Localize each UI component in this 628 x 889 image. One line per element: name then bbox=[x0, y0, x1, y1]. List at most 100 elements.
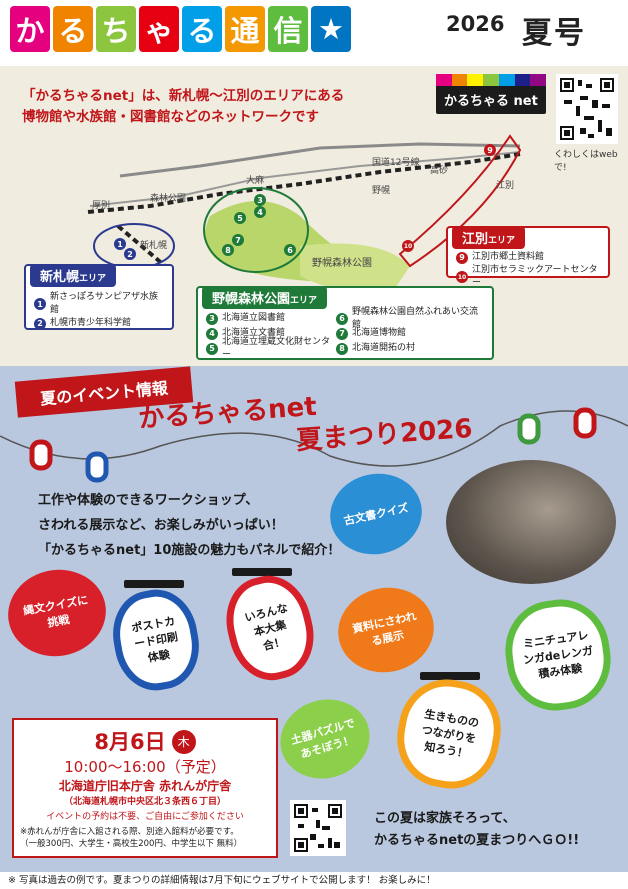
map-label-park: 野幌森林公園 bbox=[312, 258, 372, 269]
closing-line-2: かるちゃるnetの夏まつりへＧＯ!! bbox=[374, 833, 580, 848]
area-list-shinsapporo: 1 新さっぽろサンピアザ水族館 2 札幌市青少年科学館 bbox=[26, 287, 172, 334]
map-label-oasa: 大麻 bbox=[246, 176, 265, 186]
intro-line-1: 「かるちゃるnet」は、新札幌〜江別のエリアにある bbox=[22, 88, 345, 104]
desc-line-1: 工作や体験のできるワークショップ、 bbox=[38, 493, 259, 508]
note-2: （一般300円、大学生・高校生200円、中学生以下 無料） bbox=[20, 839, 243, 849]
facility-number: 4 bbox=[206, 327, 218, 340]
area-suffix: エリア bbox=[79, 274, 107, 284]
logo-char: ち bbox=[96, 6, 136, 52]
area-box-nopporo: 野幌森林公園エリア 3 北海道立図書館 4 北海道立文書館 5 北海道立埋蔵文化財センター… bbox=[196, 286, 494, 360]
facility-name: 札幌市青少年科学館 bbox=[50, 318, 132, 328]
facility-name: 北海道立文書館 bbox=[222, 328, 286, 338]
marker-1: 1 bbox=[114, 238, 126, 250]
map-intro: 「かるちゃるnet」は、新札幌〜江別のエリアにある 博物館や水族館・図書館などの… bbox=[22, 86, 344, 128]
facility-item: 3 北海道立図書館 bbox=[206, 311, 336, 326]
desc-line-3: 「かるちゃるnet」10施設の魅力もパネルで紹介！ bbox=[38, 543, 341, 558]
facility-name: 江別市セラミックアートセンター bbox=[472, 265, 598, 288]
map-label-ebetsu-station: 江別 bbox=[496, 181, 515, 191]
event-photo bbox=[446, 460, 616, 584]
logo-char: か bbox=[10, 6, 50, 52]
qr-code-web[interactable] bbox=[556, 74, 618, 144]
area-title-text: 江別 bbox=[462, 232, 489, 247]
qr-caption: くわしくはwebで! bbox=[554, 150, 618, 173]
logo-char: る bbox=[53, 6, 93, 52]
facility-name: 野幌森林公園自然ふれあい交流館 bbox=[352, 306, 479, 330]
facility-item: 5 北海道立埋蔵文化財センター bbox=[206, 337, 336, 360]
closing-line-1: この夏は家族そろって、 bbox=[374, 811, 516, 826]
lantern-cap bbox=[232, 568, 292, 576]
logo-star-icon: ★ bbox=[311, 6, 351, 52]
facility-number: 2 bbox=[34, 317, 46, 330]
event-weekday: 木 bbox=[171, 729, 196, 754]
logo-char: 信 bbox=[268, 6, 308, 52]
marker-3: 3 bbox=[254, 194, 266, 206]
lantern-cap bbox=[124, 580, 184, 588]
closing-message: この夏は家族そろって、 かるちゃるnetの夏まつりへＧＯ!! bbox=[374, 808, 579, 852]
area-suffix: エリア bbox=[290, 296, 318, 306]
facility-name: 北海道立図書館 bbox=[222, 313, 286, 323]
facility-name: 江別市郷土資料館 bbox=[472, 252, 545, 262]
facility-name: 北海道開拓の村 bbox=[352, 343, 416, 353]
area-title-ebetsu: 江別エリア bbox=[452, 226, 526, 249]
facility-item: 1 新さっぽろサンピアザ水族館 bbox=[34, 291, 164, 317]
note-1: ※赤れんが庁舎に入館される際、別途入館料が必要です。 bbox=[20, 827, 239, 837]
event-decoration bbox=[0, 407, 628, 483]
area-title-shinsapporo: 新札幌エリア bbox=[30, 264, 117, 287]
map-label-route12: 国道12号線 bbox=[372, 158, 420, 168]
issue-season: 夏号 bbox=[522, 16, 586, 51]
facility-item: 2 札幌市青少年科学館 bbox=[34, 317, 164, 330]
facility-item: 8 北海道開拓の村 bbox=[336, 341, 486, 356]
facility-number: 3 bbox=[206, 312, 218, 325]
marker-7: 7 bbox=[232, 234, 244, 246]
event-notes: ※赤れんが庁舎に入館される際、別途入館料が必要です。 （一般300円、大学生・高… bbox=[20, 826, 270, 850]
desc-line-2: さわれる展示など、お楽しみがいっぱい！ bbox=[38, 518, 284, 533]
event-info-box: 8月6日木 10:00〜16:00（予定） 北海道庁旧本庁舎 赤れんが庁舎 （北… bbox=[12, 718, 278, 858]
area-list-ebetsu: 9 江別市郷土資料館 10 江別市セラミックアートセンター bbox=[448, 249, 608, 292]
facility-item: 9 江別市郷土資料館 bbox=[456, 251, 600, 264]
logo-char: ゃ bbox=[139, 6, 179, 52]
facility-name: 北海道博物館 bbox=[352, 328, 407, 338]
footer-note: ※ 写真は過去の例です。夏まつりの詳細情報は7月下旬にウェブサイトで公開します！… bbox=[8, 875, 436, 886]
qr-code-graphic bbox=[558, 76, 616, 142]
facility-number: 10 bbox=[456, 271, 468, 283]
event-no-reservation: イベントの予約は不要、ご自由にご参加ください bbox=[46, 812, 244, 822]
facility-number: 7 bbox=[336, 327, 348, 340]
newsletter-logo: かるちゃる通信★ bbox=[10, 6, 351, 52]
area-title-text: 野幌森林公園 bbox=[212, 292, 291, 307]
area-box-ebetsu: 江別エリア 9 江別市郷土資料館 10 江別市セラミックアートセンター bbox=[446, 226, 610, 288]
event-venue: 北海道庁旧本庁舎 赤れんが庁舎 bbox=[58, 779, 232, 793]
map-label-shinrin-koen: 森林公園 bbox=[150, 194, 187, 204]
area-title-nopporo: 野幌森林公園エリア bbox=[202, 286, 328, 309]
marker-4: 4 bbox=[254, 206, 266, 218]
map-label-atsubetsu: 厚別 bbox=[92, 201, 111, 211]
map-label-shinsapporo: 新札幌 bbox=[140, 241, 168, 251]
marker-8: 8 bbox=[222, 244, 234, 256]
area-box-shinsapporo: 新札幌エリア 1 新さっぽろサンピアザ水族館 2 札幌市青少年科学館 bbox=[24, 264, 174, 330]
marker-2: 2 bbox=[124, 248, 136, 260]
logo-char: る bbox=[182, 6, 222, 52]
area-suffix: エリア bbox=[488, 236, 516, 246]
qr-code-event[interactable] bbox=[290, 800, 346, 856]
facility-number: 9 bbox=[456, 251, 468, 264]
issue-year: 2026 bbox=[446, 12, 505, 36]
qr-code-graphic bbox=[292, 802, 344, 854]
facility-number: 8 bbox=[336, 342, 348, 355]
facility-number: 5 bbox=[206, 342, 218, 355]
facility-number: 1 bbox=[34, 298, 46, 310]
event-time: 10:00〜16:00（予定） bbox=[64, 758, 226, 776]
event-date: 8月6日 bbox=[94, 730, 166, 754]
facility-name: 新さっぽろサンピアザ水族館 bbox=[50, 292, 159, 315]
lantern-cap bbox=[420, 672, 480, 680]
brand-stripes bbox=[436, 74, 547, 86]
event-address: （北海道札幌市中央区北３条西６丁目） bbox=[63, 797, 226, 807]
marker-9: 9 bbox=[484, 144, 496, 156]
logo-char: 通 bbox=[225, 6, 265, 52]
map-label-takasago: 高砂 bbox=[430, 166, 449, 176]
facility-name: 北海道立埋蔵文化財センター bbox=[222, 336, 331, 360]
facility-item: 7 北海道博物館 bbox=[336, 326, 486, 341]
date-row: 8月6日木 bbox=[20, 726, 270, 756]
marker-5: 5 bbox=[234, 212, 246, 224]
facility-item: 10 江別市セラミックアートセンター bbox=[456, 264, 600, 290]
